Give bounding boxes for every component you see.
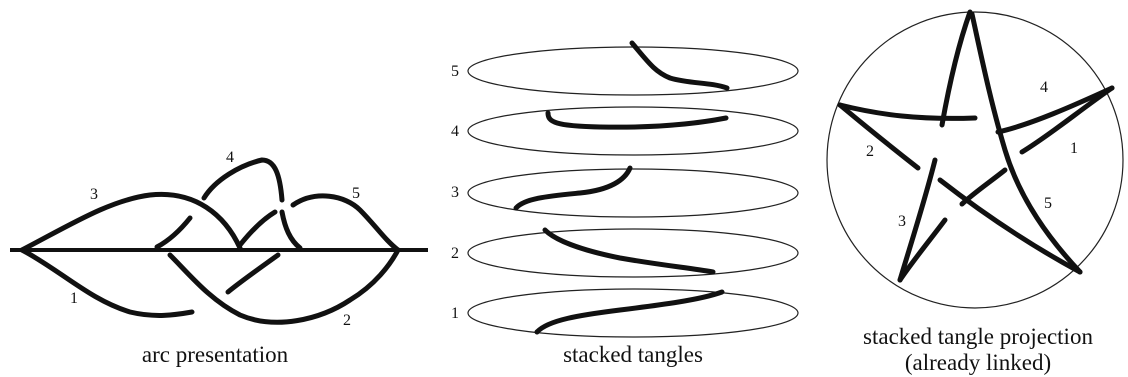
stacked-tangles-caption: stacked tangles xyxy=(563,342,703,367)
tangle-disk-4 xyxy=(467,106,799,156)
tangle-disk-5 xyxy=(467,46,799,96)
arc-4-left xyxy=(201,157,285,203)
arc-5 xyxy=(290,193,401,253)
level-label-2: 2 xyxy=(451,245,459,262)
arc-label-3: 3 xyxy=(90,186,98,203)
arc-label-5: 5 xyxy=(352,185,360,202)
tangle-disk-2 xyxy=(467,228,799,278)
level-label-5: 5 xyxy=(451,63,459,80)
tangle-projection-panel: 4 1 2 3 5 stacked tangle projection (alr… xyxy=(826,9,1124,375)
arc-4-short xyxy=(237,209,278,248)
level-label-1: 1 xyxy=(451,305,459,322)
projection-strand-1-lower xyxy=(959,167,1008,207)
tangle-strand-5 xyxy=(629,40,730,91)
strand-label-1: 1 xyxy=(1070,140,1078,157)
projection-strand-3-bottom xyxy=(897,217,948,283)
projection-strand-3-lower xyxy=(897,157,938,283)
tangle-strand-2 xyxy=(542,227,716,275)
arc-4-right xyxy=(279,209,303,251)
arc-presentation-caption: arc presentation xyxy=(142,342,289,367)
projection-caption-line1: stacked tangle projection xyxy=(863,324,1093,349)
projection-strand-5 xyxy=(969,11,1083,275)
arc-1 xyxy=(19,247,195,318)
strand-label-3: 3 xyxy=(898,213,906,230)
tangle-strand-3 xyxy=(513,165,633,211)
strand-label-5: 5 xyxy=(1044,195,1052,212)
tangle-strand-1 xyxy=(534,289,725,335)
level-label-4: 4 xyxy=(451,123,459,140)
arc-2 xyxy=(167,247,401,325)
tangle-strand-4 xyxy=(545,110,729,130)
projection-strand-3-upper xyxy=(939,9,973,128)
projection-strand-cross xyxy=(937,177,1083,275)
arc-label-1: 1 xyxy=(70,290,78,307)
stacked-tangles-panel: 5 4 3 2 1 stacked tangles xyxy=(451,40,799,367)
projection-disk xyxy=(826,11,1124,309)
projection-strand-2-left xyxy=(837,102,978,121)
arc-crossing-segment xyxy=(225,252,281,295)
arc-label-4: 4 xyxy=(226,149,234,166)
arc-4-inner xyxy=(154,215,193,250)
projection-strand-1 xyxy=(1019,85,1115,155)
arc-3 xyxy=(19,191,243,253)
projection-strand-4 xyxy=(995,85,1115,135)
strand-label-4: 4 xyxy=(1040,79,1048,96)
arc-label-2: 2 xyxy=(343,312,351,329)
tangle-disk-1 xyxy=(467,288,799,338)
projection-caption-line2: (already linked) xyxy=(905,350,1051,375)
projection-strand-2-lower xyxy=(837,102,921,171)
strand-label-2: 2 xyxy=(866,143,874,160)
arc-presentation-panel: 3 4 5 1 2 arc presentation xyxy=(10,149,428,367)
tangle-disk-3 xyxy=(467,168,799,218)
level-label-3: 3 xyxy=(451,184,459,201)
